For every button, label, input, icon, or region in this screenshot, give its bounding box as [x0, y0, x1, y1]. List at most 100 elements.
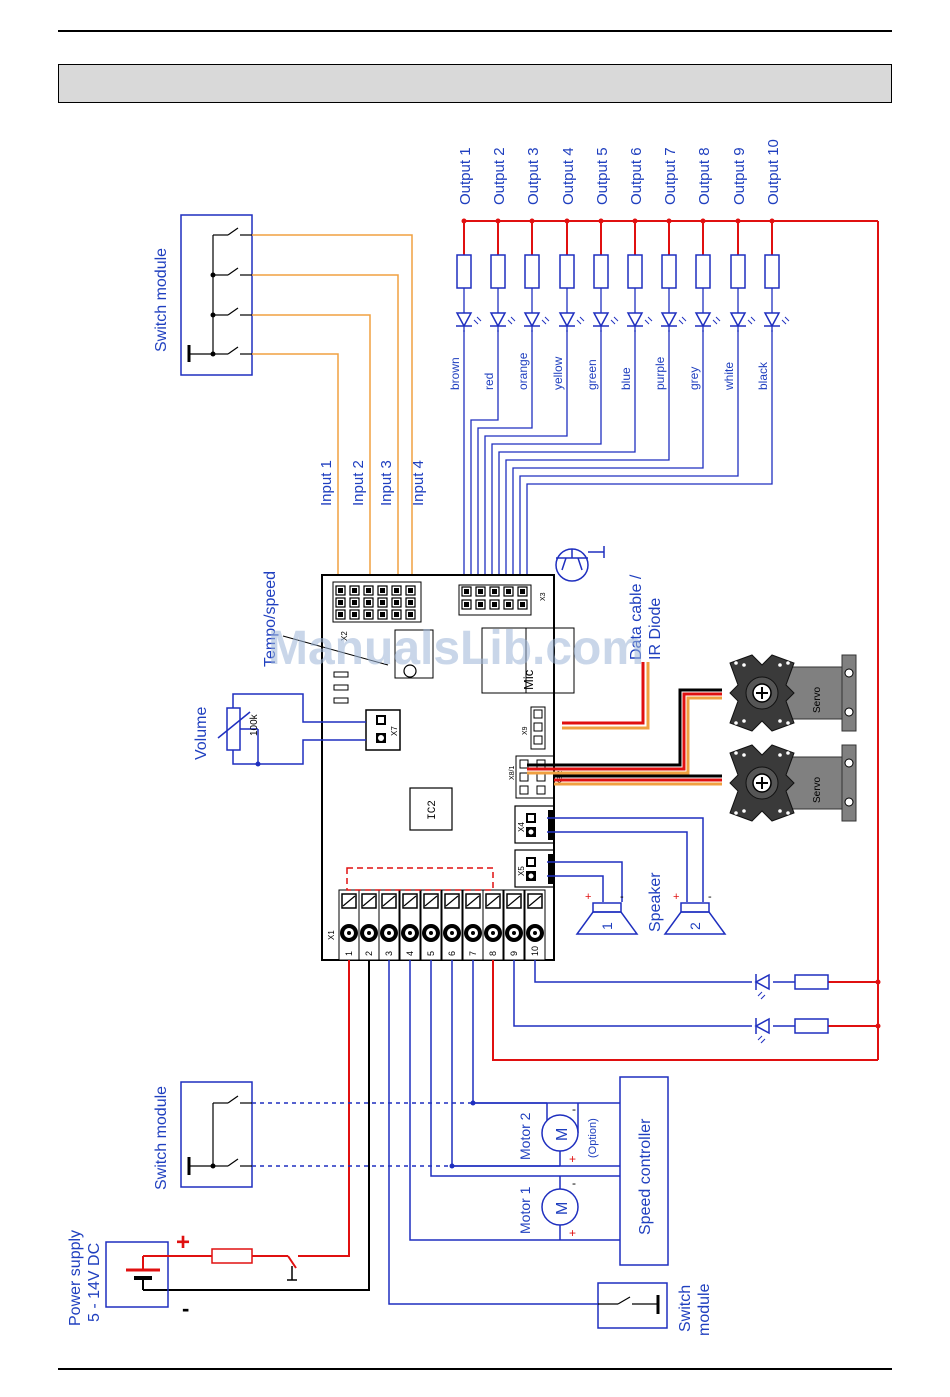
- switch-module-top: [180, 214, 253, 376]
- x1-label: X1: [327, 930, 336, 940]
- output-led-3: [523, 218, 550, 332]
- speed-controller-label: Speed controller: [637, 1118, 654, 1235]
- terminal-number-5: 5: [426, 951, 436, 956]
- wire-color-10: black: [756, 361, 770, 390]
- switch-module-bottom-label-2: module: [696, 1283, 713, 1336]
- output-label-8: Output 8: [696, 147, 713, 205]
- volume-potentiometer: [217, 693, 366, 765]
- wire-color-4: yellow: [551, 356, 565, 390]
- servo-cables: [527, 688, 722, 786]
- bottom-rule: [58, 1368, 892, 1370]
- power-label-2: 5 - 14V DC: [86, 1243, 103, 1322]
- output-label-7: Output 7: [662, 147, 679, 205]
- motor-2-option: (Option): [587, 1118, 599, 1158]
- output-led-chain: [455, 218, 790, 332]
- terminal-9: [503, 889, 525, 961]
- x7-label: X7: [390, 726, 399, 736]
- pot-value: 100k: [249, 713, 260, 736]
- motor-1-minus: -: [572, 1176, 576, 1190]
- terminal-number-6: 6: [447, 951, 457, 956]
- terminal-2: [358, 889, 380, 961]
- motor-1-label: Motor 1: [517, 1186, 533, 1234]
- data-cable-label-2: IR Diode: [647, 598, 664, 660]
- output-wires: [463, 330, 773, 585]
- switch-module-bottom: [597, 1282, 668, 1329]
- terminal-4: [399, 889, 421, 961]
- output-led-8: [694, 218, 721, 332]
- x2-label: X2: [340, 631, 349, 641]
- power-label-1: Power supply: [67, 1230, 84, 1326]
- motor-1-plus: +: [569, 1226, 576, 1240]
- output-label-10: Output 10: [765, 139, 782, 205]
- motor-2-label: Motor 2: [517, 1112, 533, 1160]
- terminal-number-8: 8: [488, 951, 498, 956]
- speaker-2-plus: +: [673, 891, 679, 903]
- speaker-wires: [547, 817, 704, 902]
- servo-2: Servo: [729, 744, 857, 822]
- wire-color-9: white: [722, 362, 736, 391]
- input-label-1: Input 1: [318, 460, 335, 506]
- data-cable: [562, 662, 650, 730]
- mic-label: Mic: [521, 669, 536, 690]
- output-label-6: Output 6: [628, 147, 645, 205]
- output-led-4: [558, 218, 585, 332]
- x5-label: X5: [517, 866, 526, 876]
- tempo-pointer: [282, 635, 389, 666]
- switch-module-bottom-label-1: Switch: [677, 1285, 694, 1332]
- data-cable-label-1: Data cable /: [628, 574, 645, 660]
- wire-color-5: green: [585, 359, 599, 390]
- input-label-3: Input 3: [378, 460, 395, 506]
- terminal-5: [420, 889, 442, 961]
- input-label-4: Input 4: [410, 460, 427, 506]
- watermark: ManualsLib.com: [268, 622, 644, 675]
- volume-label: Volume: [193, 707, 210, 760]
- speaker-1-minus: -: [620, 891, 624, 903]
- title-bar: [58, 64, 892, 103]
- motor-2-minus: -: [572, 1102, 576, 1116]
- power-minus: -: [182, 1296, 189, 1321]
- speaker-2-number: 2: [687, 922, 703, 930]
- servo-label: Servo: [812, 686, 823, 713]
- terminal-7: [462, 889, 484, 961]
- motor-2: [541, 1114, 579, 1152]
- terminal-6: [441, 889, 463, 961]
- x4-label: X4: [517, 822, 526, 832]
- controller-board: [321, 574, 575, 961]
- terminal-3: [378, 889, 400, 961]
- terminal-number-3: 3: [384, 951, 394, 956]
- output-label-2: Output 2: [491, 147, 508, 205]
- output-label-4: Output 4: [560, 147, 577, 205]
- wire-color-6: blue: [619, 367, 633, 390]
- indicator-led-9: [755, 973, 829, 1000]
- terminal-number-9: 9: [509, 951, 519, 956]
- x8a-label: X8/1: [509, 765, 516, 780]
- motor-2-plus: +: [569, 1152, 576, 1166]
- speed-controller: [619, 1076, 669, 1266]
- output-led-2: [489, 218, 516, 332]
- switch-module-middle-label: Switch module: [153, 1086, 170, 1190]
- servo-1: Servo: [729, 654, 857, 732]
- terminal-number-2: 2: [364, 951, 374, 956]
- motor-1-symbol: M: [554, 1202, 571, 1215]
- output-led-5: [592, 218, 619, 332]
- wire-color-1: brown: [448, 357, 462, 390]
- wire-color-3: orange: [516, 352, 530, 390]
- terminal-number-10: 10: [530, 946, 540, 956]
- speaker-2-minus: -: [708, 891, 712, 903]
- motor-1: [541, 1188, 579, 1226]
- speaker-2: [663, 902, 727, 935]
- terminal-8: [482, 889, 504, 961]
- power-plus: +: [176, 1229, 190, 1256]
- transistor-symbol: [555, 546, 605, 582]
- x8b-label: X8/2: [557, 770, 564, 785]
- input-wires: [252, 234, 413, 585]
- indicator-led-10: [755, 1017, 829, 1044]
- wire-color-7: purple: [653, 356, 667, 390]
- servo-label: Servo: [812, 776, 823, 803]
- ic2-label: IC2: [427, 800, 439, 820]
- switch-module-middle: [180, 1081, 473, 1188]
- output-led-6: [626, 218, 653, 332]
- power-supply: [105, 1241, 316, 1308]
